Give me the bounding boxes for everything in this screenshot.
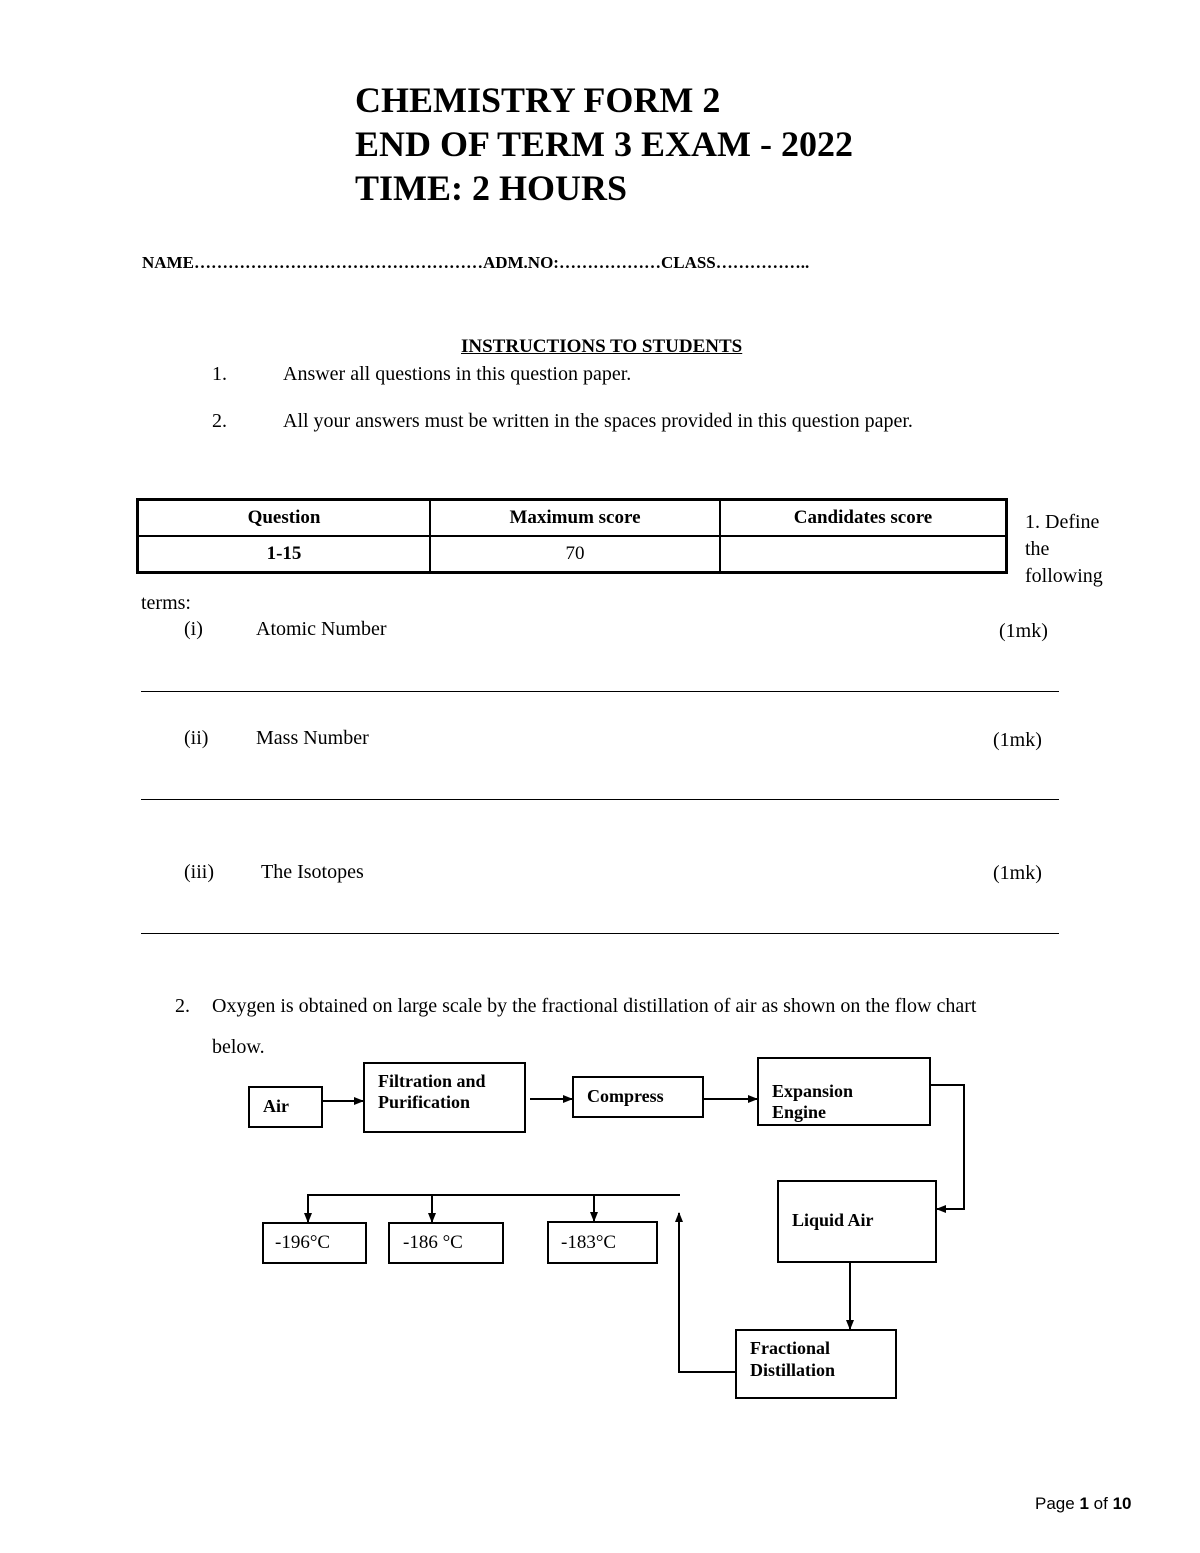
- part-marks: (1mk): [999, 620, 1048, 642]
- box-fractional: [735, 1329, 897, 1399]
- box-liquid-air: [777, 1180, 937, 1263]
- part-term: Atomic Number: [256, 618, 387, 640]
- question2-number: 2.: [175, 995, 190, 1017]
- part-number: (i): [184, 618, 203, 640]
- page-total: 10: [1112, 1494, 1132, 1513]
- instruction-text: All your answers must be written in the …: [283, 410, 913, 432]
- answer-line[interactable]: [141, 799, 1059, 800]
- part-term: Mass Number: [256, 727, 369, 749]
- question2-text: Oxygen is obtained on large scale by the…: [212, 995, 977, 1017]
- part-number: (iii): [184, 861, 214, 883]
- answer-line[interactable]: [141, 691, 1059, 692]
- page-footer: Page 1 of 10: [1035, 1494, 1131, 1514]
- label-compress: Compress: [587, 1086, 664, 1106]
- exam-time: TIME: 2 HOURS: [355, 168, 628, 208]
- table-header: Question: [136, 498, 431, 537]
- arrow: [304, 1194, 680, 1223]
- answer-line[interactable]: [141, 933, 1059, 934]
- exam-title: CHEMISTRY FORM 2: [355, 80, 721, 120]
- label-fraction: -183°C: [561, 1232, 616, 1253]
- box-compress: [572, 1076, 704, 1118]
- box-fraction-186: [388, 1222, 504, 1264]
- question1-intro: 1. Define: [1025, 511, 1100, 533]
- score-table: Question Maximum score Candidates score …: [136, 498, 1008, 574]
- instruction-text: Answer all questions in this question pa…: [283, 363, 632, 385]
- of-label: of: [1093, 1494, 1108, 1513]
- box-fraction-196: [262, 1222, 367, 1264]
- instruction-number: 2.: [212, 410, 227, 432]
- page-label: Page: [1035, 1494, 1075, 1513]
- label-fractional: Distillation: [750, 1360, 835, 1380]
- label-filtration: Filtration and: [378, 1071, 486, 1091]
- question1-intro: terms:: [141, 592, 191, 614]
- label-air: Air: [263, 1096, 289, 1116]
- part-marks: (1mk): [993, 729, 1042, 751]
- label-expansion: Engine: [772, 1102, 826, 1122]
- table-cell: 1-15: [136, 535, 431, 574]
- label-liquid-air: Liquid Air: [792, 1210, 874, 1230]
- table-header: Candidates score: [719, 498, 1008, 537]
- box-air: [248, 1086, 323, 1128]
- box-expansion: [757, 1057, 931, 1126]
- label-fraction: -196°C: [275, 1232, 330, 1253]
- part-marks: (1mk): [993, 862, 1042, 884]
- label-filtration: Purification: [378, 1092, 470, 1112]
- label-fraction: -186 °C: [403, 1232, 463, 1253]
- table-cell: 70: [429, 535, 721, 574]
- question1-intro: the: [1025, 538, 1050, 560]
- label-expansion: Expansion: [772, 1081, 853, 1101]
- candidate-score-cell[interactable]: [719, 535, 1008, 574]
- label-fractional: Fractional: [750, 1338, 830, 1358]
- question2-text: below.: [212, 1036, 265, 1058]
- question1-intro: following: [1025, 565, 1103, 587]
- instructions-heading: INSTRUCTIONS TO STUDENTS: [461, 336, 743, 357]
- exam-subtitle: END OF TERM 3 EXAM - 2022: [355, 124, 853, 164]
- table-header: Maximum score: [429, 498, 721, 537]
- part-term: The Isotopes: [261, 861, 364, 883]
- box-fraction-183: [547, 1221, 658, 1264]
- page-number: 1: [1079, 1494, 1089, 1513]
- part-number: (ii): [184, 727, 209, 749]
- box-filtration: [363, 1062, 526, 1133]
- instruction-number: 1.: [212, 363, 227, 385]
- student-details-line: NAME……………………………………………ADM.NO:………………CLASS……: [142, 253, 810, 272]
- arrow: [675, 1212, 736, 1373]
- arrow: [930, 1084, 965, 1213]
